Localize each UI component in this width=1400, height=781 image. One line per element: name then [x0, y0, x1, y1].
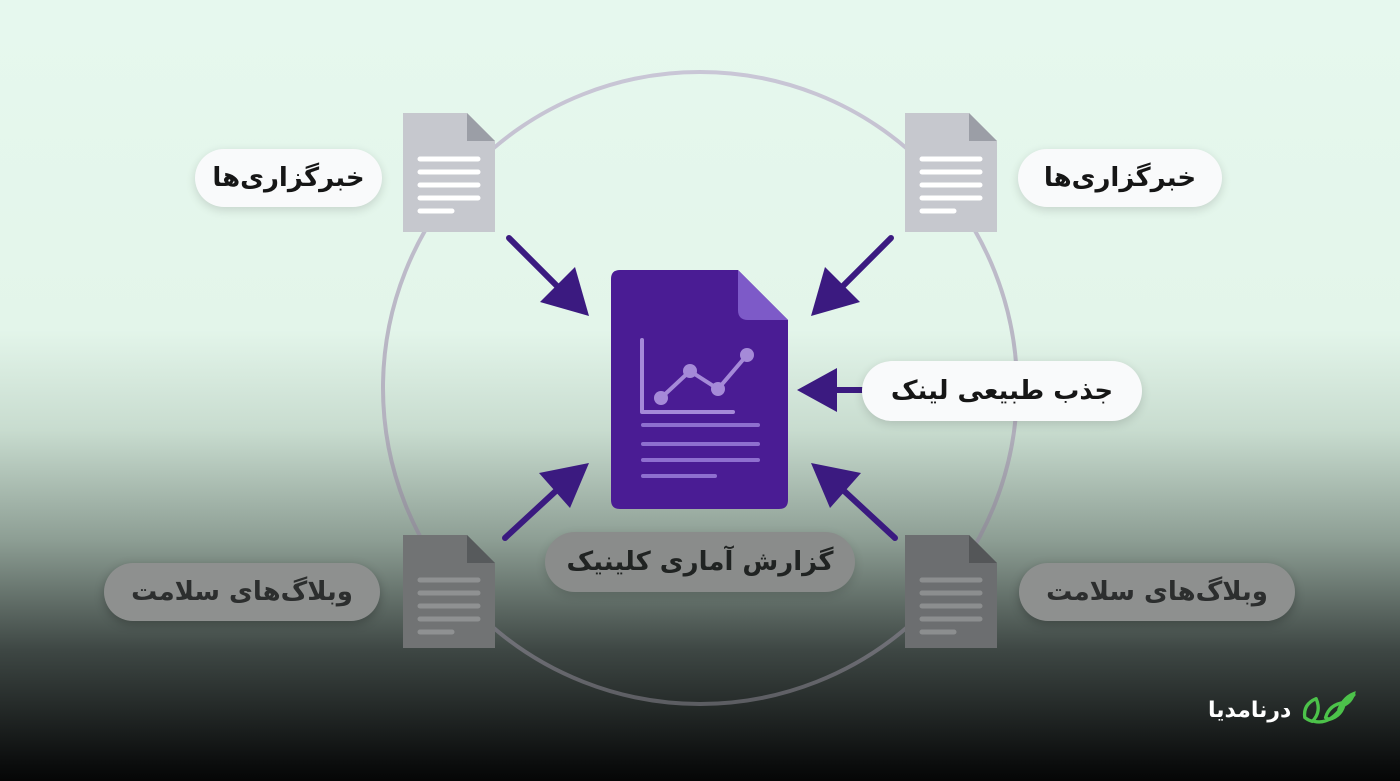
source-document-icon-bottom-left	[403, 535, 495, 648]
report-caption: گزارش آماری کلینیک	[545, 532, 855, 592]
source-label-natural-links: جذب طبیعی لینک	[862, 361, 1142, 421]
source-label-top-right: خبرگزاری‌ها	[1018, 149, 1222, 207]
source-label-bottom-left: وبلاگ‌های سلامت	[104, 563, 380, 621]
source-document-icon-top-left	[403, 113, 495, 232]
source-label-top-left: خبرگزاری‌ها	[195, 149, 382, 207]
arrow-icon-bottom-left	[502, 463, 589, 541]
arrow-icon-top-right	[811, 235, 894, 316]
source-label-bottom-right: وبلاگ‌های سلامت	[1019, 563, 1295, 621]
arrow-icon-bottom-right	[811, 463, 898, 541]
arrow-icon-right	[797, 368, 865, 412]
leaf-logo-icon	[1303, 691, 1357, 724]
line-chart-icon	[640, 338, 749, 414]
brand-name: درنامدیا	[1208, 697, 1292, 723]
brand-logo: درنامدیا	[1208, 682, 1358, 738]
arrow-icon-top-left	[506, 235, 589, 316]
report-document-icon	[611, 270, 788, 509]
source-document-icon-bottom-right	[905, 535, 997, 648]
source-document-icon-top-right	[905, 113, 997, 232]
